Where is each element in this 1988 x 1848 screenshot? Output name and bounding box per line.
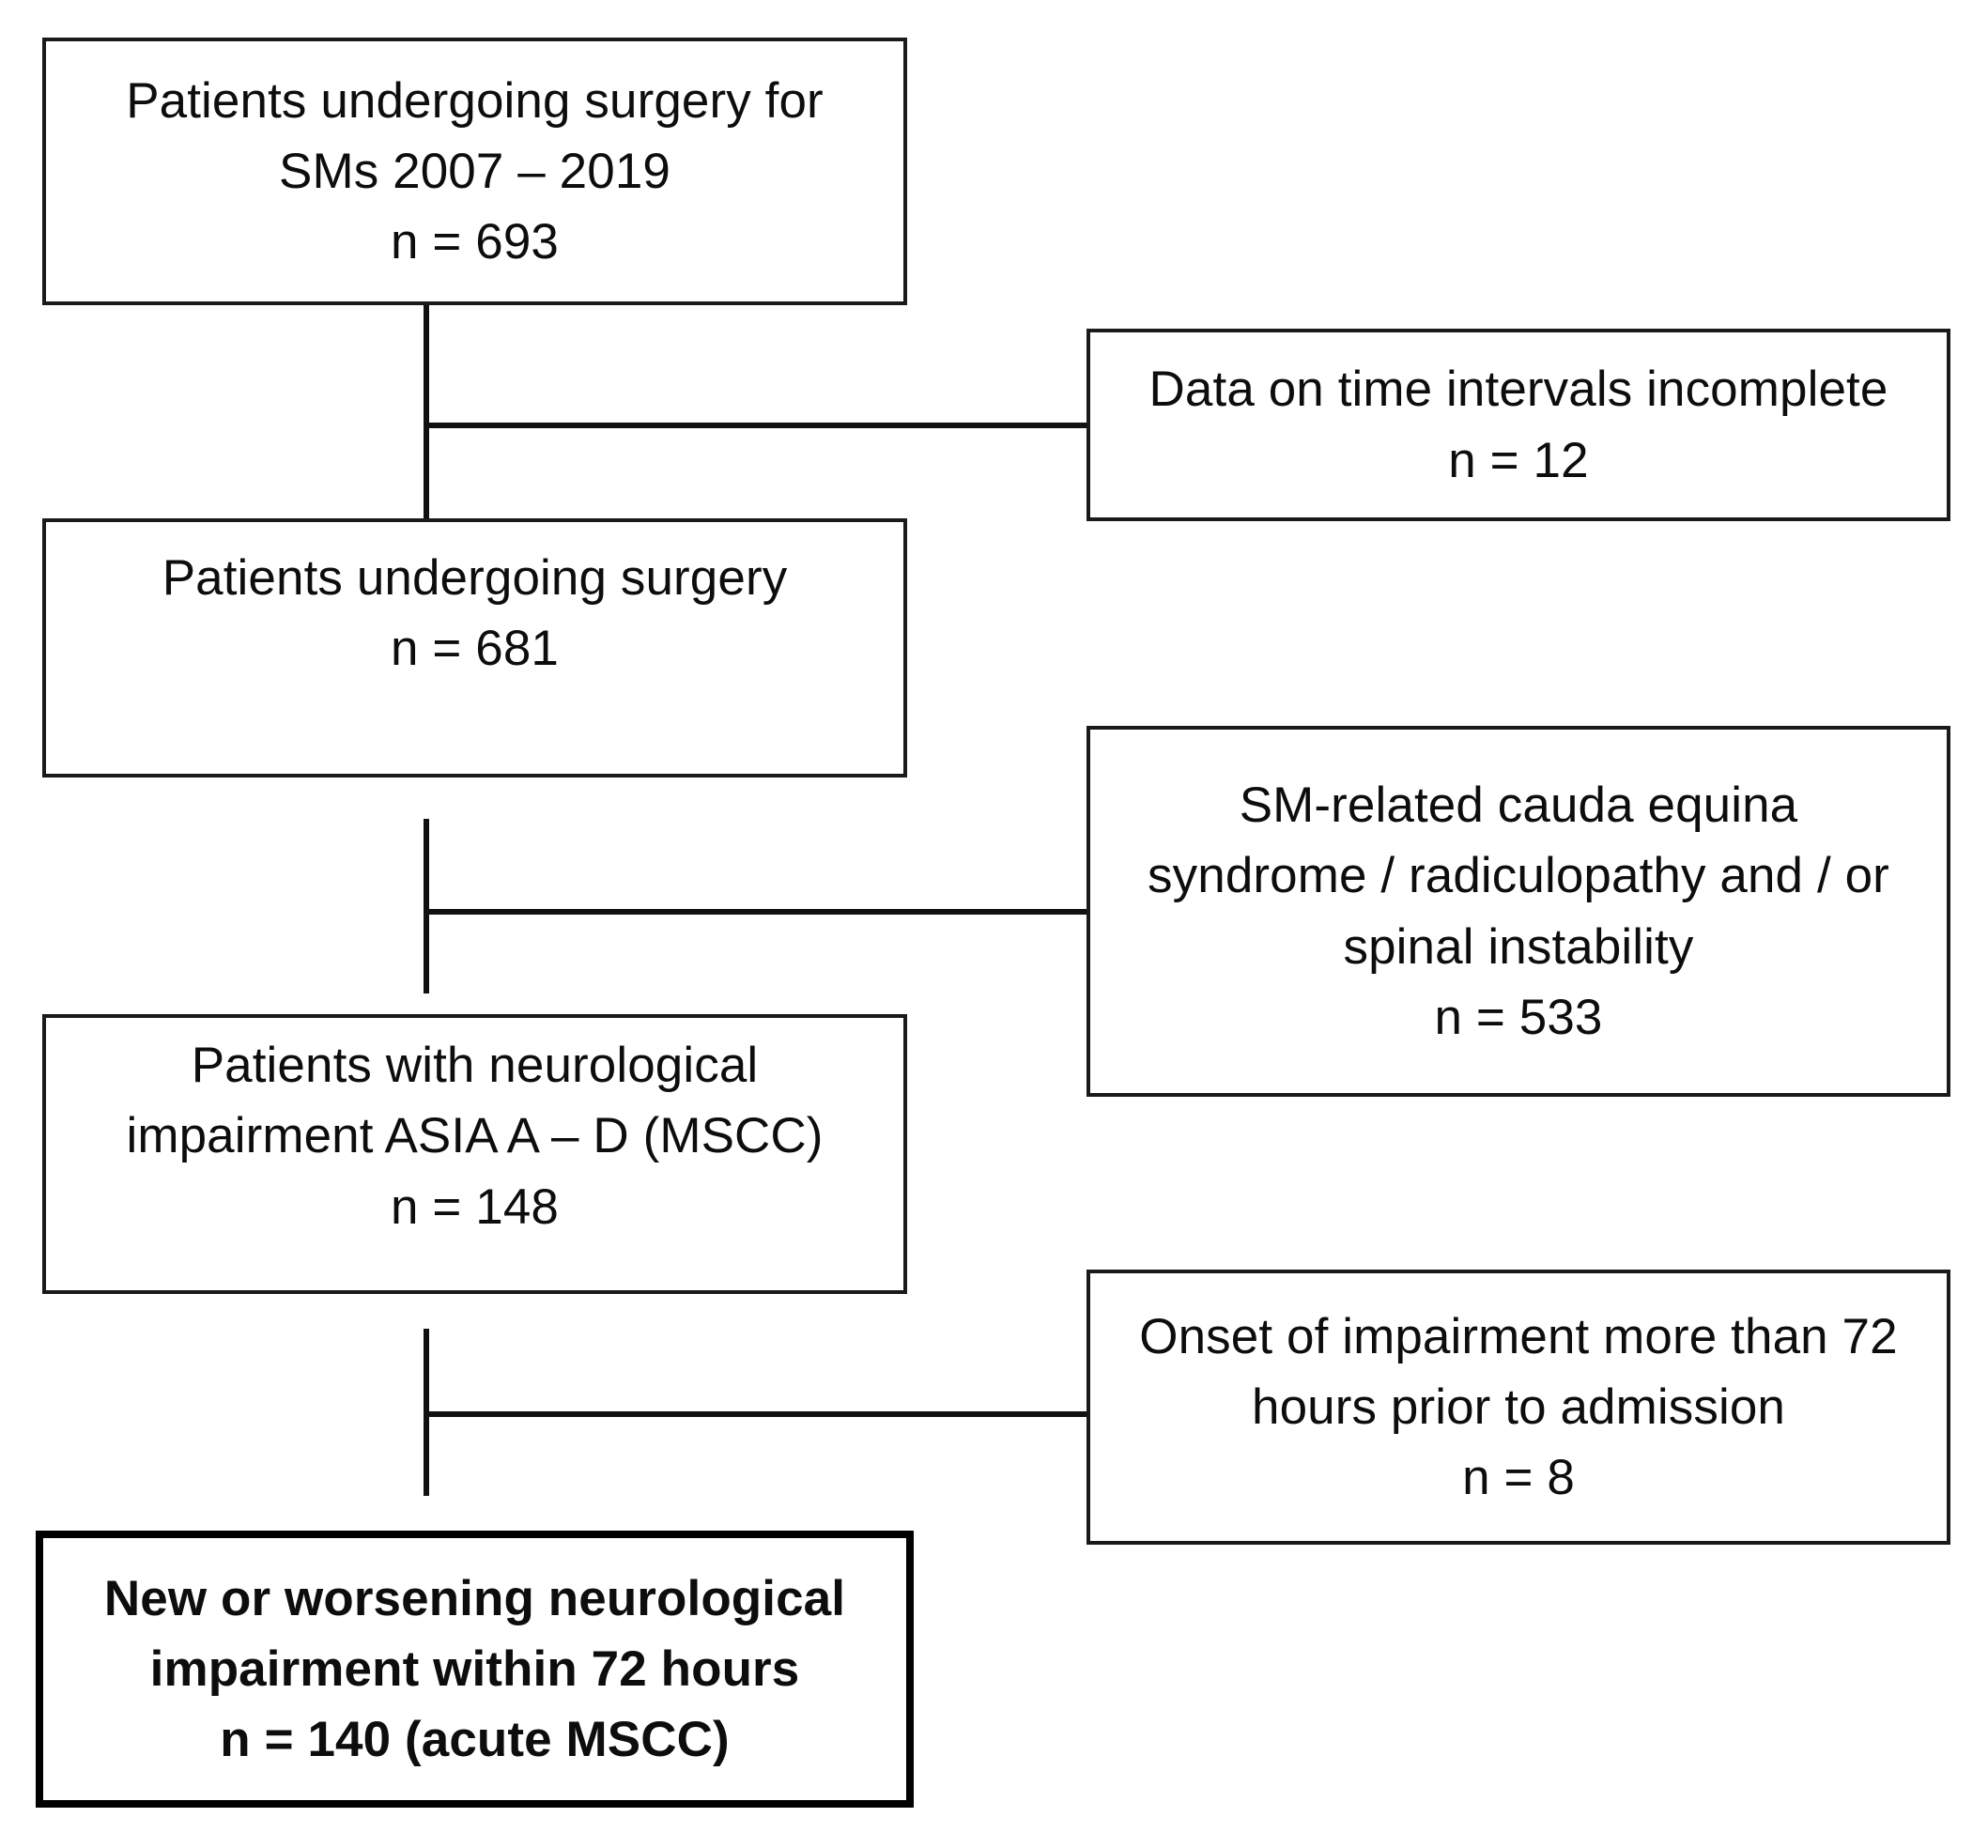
node-count-label: n = 140 (acute MSCC)	[220, 1712, 730, 1768]
node-count-label: n = 681	[390, 621, 559, 676]
node-text-line: Patients undergoing surgery for	[126, 72, 824, 129]
connector-horizontal-2	[424, 909, 1086, 915]
node-text-line: impairment ASIA A – D (MSCC)	[126, 1108, 824, 1164]
node-text-line: Onset of impairment more than 72	[1139, 1308, 1898, 1364]
flow-node-final-cohort: New or worsening neurological impairment…	[36, 1531, 914, 1808]
node-text-line: SM-related cauda equina	[1239, 778, 1798, 833]
node-count-label: n = 12	[1448, 432, 1589, 488]
node-count-label: n = 693	[390, 214, 559, 270]
node-text-line: hours prior to admission	[1252, 1378, 1785, 1435]
node-text-line: Data on time intervals incomplete	[1148, 362, 1888, 418]
node-text-line: syndrome / radiculopathy and / or	[1148, 848, 1889, 904]
flow-node-patients-enrolled: Patients undergoing surgery for SMs 2007…	[42, 38, 907, 305]
node-text-line: spinal instability	[1343, 918, 1694, 975]
node-text-line: Patients with neurological	[191, 1038, 759, 1094]
flow-node-patients-surgery: Patients undergoing surgery n = 681	[42, 518, 907, 778]
connector-vertical-1	[424, 305, 429, 518]
node-count-label: n = 533	[1434, 989, 1603, 1045]
node-count-label: n = 8	[1462, 1450, 1575, 1506]
exclusion-node-incomplete-data: Data on time intervals incomplete n = 12	[1086, 329, 1950, 521]
connector-horizontal-3	[424, 1411, 1086, 1417]
node-text-line: impairment within 72 hours	[149, 1640, 800, 1697]
node-text-line: Patients undergoing surgery	[162, 549, 788, 606]
node-count-label: n = 148	[390, 1178, 559, 1235]
exclusion-node-cauda-equina: SM-related cauda equina syndrome / radic…	[1086, 726, 1950, 1097]
exclusion-node-late-onset: Onset of impairment more than 72 hours p…	[1086, 1270, 1950, 1545]
connector-vertical-2	[424, 819, 429, 993]
flow-node-neurological-impairment: Patients with neurological impairment AS…	[42, 1014, 907, 1294]
node-text-line: SMs 2007 – 2019	[279, 143, 670, 199]
node-text-line: New or worsening neurological	[103, 1570, 846, 1626]
connector-horizontal-1	[424, 423, 1086, 428]
